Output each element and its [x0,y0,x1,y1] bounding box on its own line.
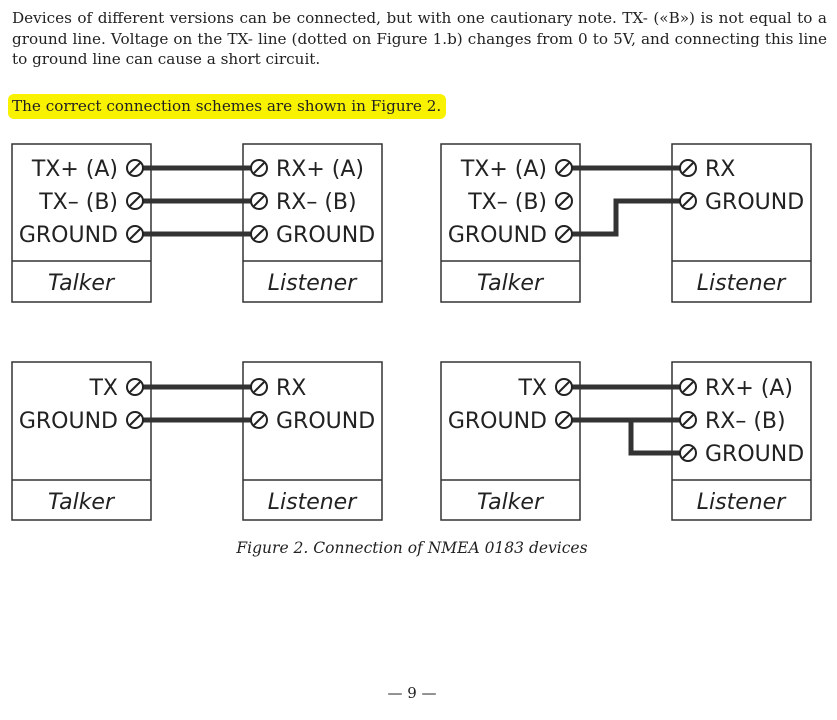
pin-label: RX [705,157,735,182]
terminal-icon [679,444,697,462]
pin-label: GROUND [448,223,547,248]
highlighted-sentence: The correct connection schemes are shown… [8,94,447,119]
listener-box-1 [242,143,383,303]
terminal-icon [126,411,144,429]
talker-box-3 [11,361,152,521]
terminal-icon [250,378,268,396]
pin-label: GROUND [705,190,804,215]
device-label-listener: Listener [268,271,358,296]
terminal-icon [126,378,144,396]
pin-label: GROUND [705,442,804,467]
terminal-icon [555,411,573,429]
terminal-icon [555,159,573,177]
diagram-2: TX+ (A) TX– (B) GROUND RX GROUND Talker … [440,143,812,303]
pin-label: TX+ (A) [31,157,118,182]
terminal-icon [555,378,573,396]
terminal-icon [126,225,144,243]
pin-label: TX [88,376,118,401]
pin-label: GROUND [448,409,547,434]
terminal-icon [126,192,144,210]
terminal-icon [679,159,697,177]
device-label-listener: Listener [697,271,787,296]
device-label-talker: Talker [477,490,545,515]
device-label-listener: Listener [268,490,358,515]
device-label-listener: Listener [697,490,787,515]
listener-box-4 [671,361,812,521]
talker-box-1 [11,143,152,303]
listener-box-2 [671,143,812,303]
pin-label: TX+ (A) [460,157,547,182]
pin-label: TX [517,376,547,401]
terminal-icon [679,411,697,429]
device-label-talker: Talker [477,271,545,296]
wire-4c [628,420,686,456]
figure-caption: Figure 2. Connection of NMEA 0183 device… [236,539,588,557]
terminal-icon [555,192,573,210]
device-label-talker: Talker [48,490,116,515]
pin-label: RX [276,376,306,401]
pin-label: GROUND [276,223,375,248]
talker-box-2 [440,143,581,303]
pin-label: TX– (B) [38,190,118,215]
pin-label: GROUND [19,409,118,434]
pin-label: RX– (B) [705,409,786,434]
terminal-icon [126,159,144,177]
diagram-4: TX GROUND RX+ (A) RX– (B) GROUND Talker … [440,361,812,521]
pin-label: GROUND [19,223,118,248]
talker-box-4 [440,361,581,521]
terminal-icon [679,378,697,396]
terminal-icon [250,159,268,177]
pin-label: TX– (B) [467,190,547,215]
terminal-icon [679,192,697,210]
terminal-icon [250,225,268,243]
diagram-1: TX+ (A) TX– (B) GROUND RX+ (A) RX– (B) G… [11,143,383,303]
pin-label: RX+ (A) [705,376,793,401]
terminal-icon [250,192,268,210]
listener-box-3 [242,361,383,521]
intro-paragraph: Devices of different versions can be con… [12,9,827,68]
pin-label: GROUND [276,409,375,434]
wire-2b [564,198,686,237]
terminal-icon [555,225,573,243]
pin-label: RX– (B) [276,190,357,215]
pin-label: RX+ (A) [276,157,364,182]
device-label-talker: Talker [48,271,116,296]
diagram-3: TX GROUND RX GROUND Talker Listener [11,361,383,521]
terminal-icon [250,411,268,429]
page-number: — 9 — [387,684,437,702]
